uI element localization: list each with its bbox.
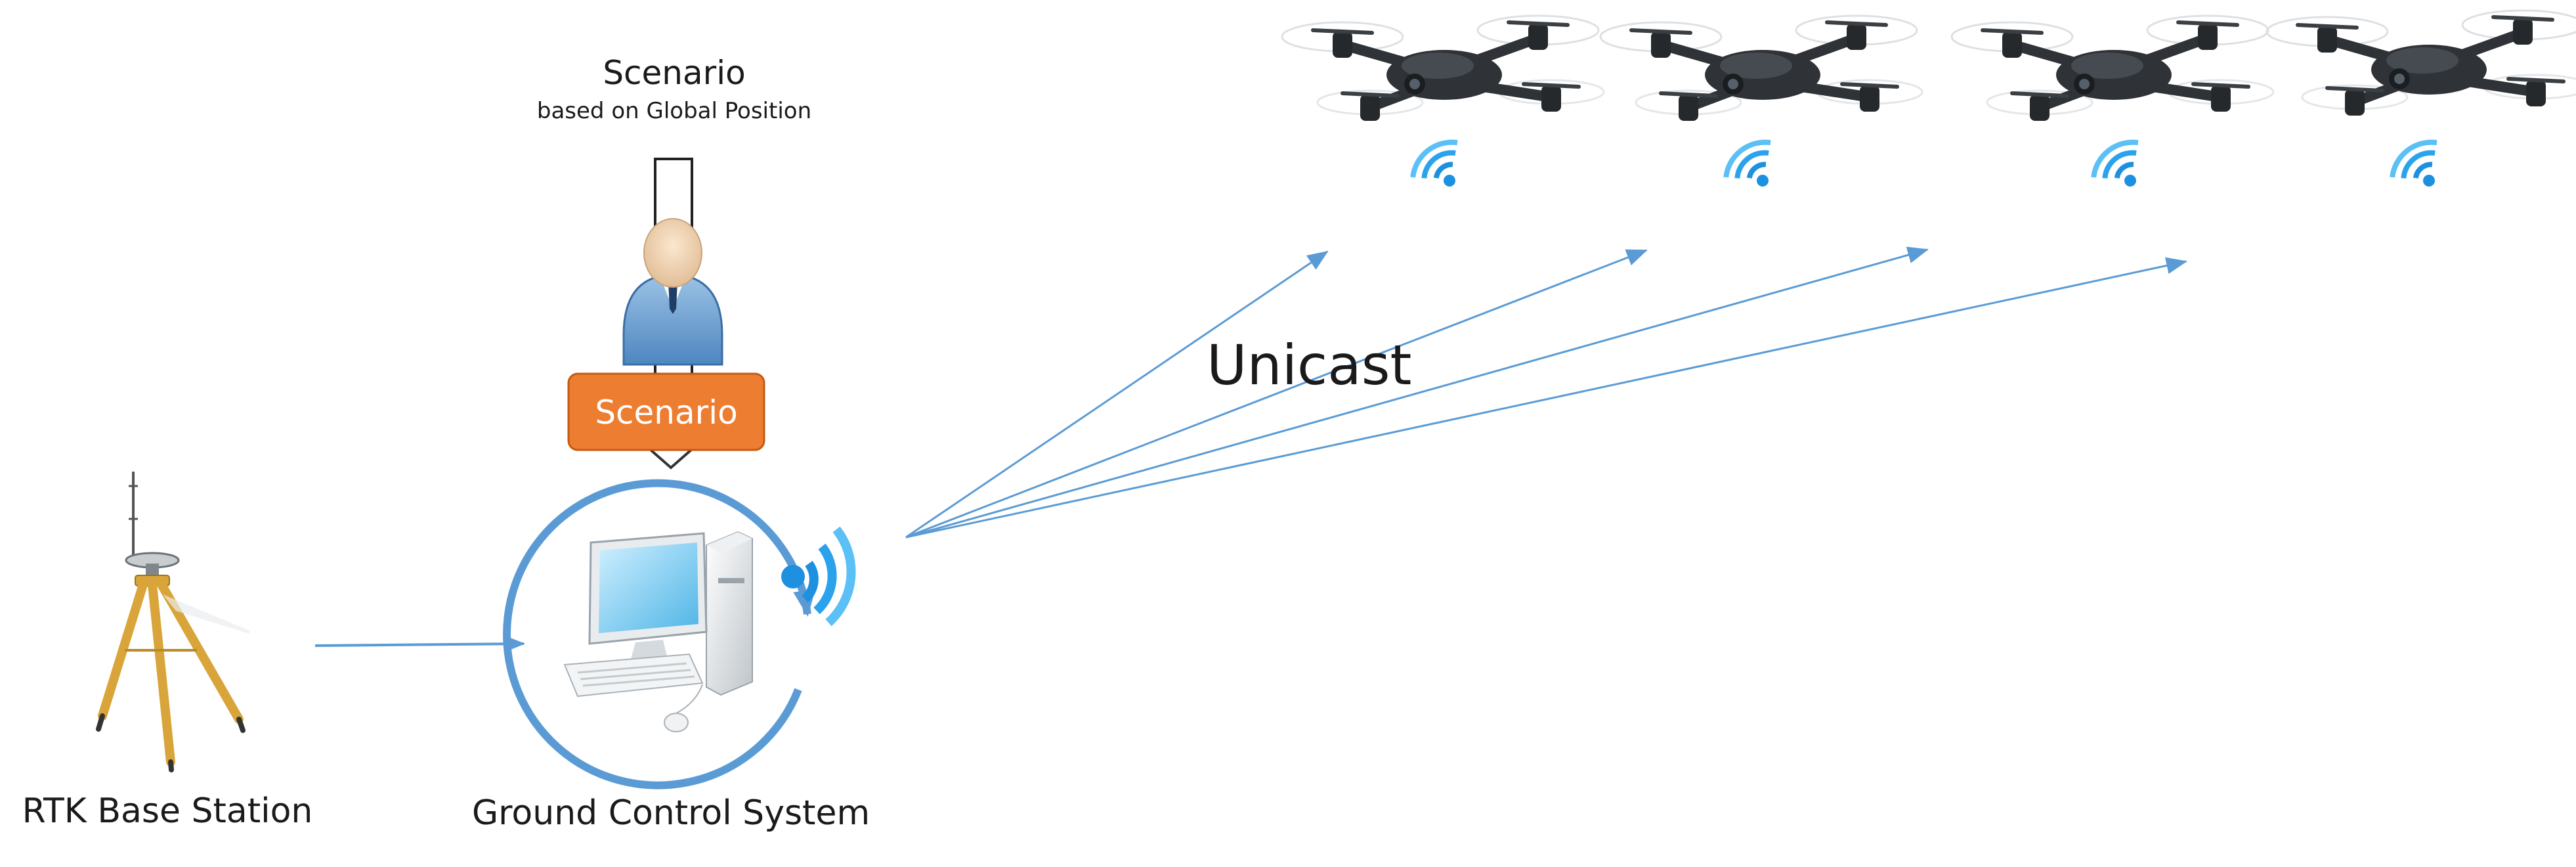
drone-wifi-icon <box>2089 131 2157 200</box>
drone-icon <box>1282 16 1604 121</box>
scenario-box-label: Scenario <box>595 393 737 432</box>
operator-icon <box>622 218 723 366</box>
unicast-arrow-1 <box>905 250 1329 539</box>
drone-wifi-icon <box>2388 131 2456 200</box>
drone-wifi-icon <box>1408 131 1476 200</box>
drone-2 <box>1600 16 1922 200</box>
drone-1 <box>1282 16 1604 200</box>
scenario-box: Scenario <box>567 372 765 470</box>
unicast-arrow-3 <box>905 246 1929 539</box>
scenario-subtitle: based on Global Position <box>537 98 811 124</box>
unicast-label: Unicast <box>1207 333 1411 397</box>
rtk-label: RTK Base Station <box>22 791 313 831</box>
drone-4 <box>2267 11 2576 200</box>
unicast-arrow-4 <box>905 257 2187 539</box>
ground-control-system <box>503 479 856 789</box>
ground-control-label: Ground Control System <box>472 793 870 833</box>
scenario-title: Scenario <box>603 54 745 92</box>
computer-icon <box>563 531 753 732</box>
drone-3 <box>1952 16 2273 200</box>
wifi-icon <box>781 526 856 627</box>
cycle-arrow <box>503 479 815 789</box>
drone-icon <box>2267 11 2576 116</box>
unicast-arrow-2 <box>905 249 1648 539</box>
unicast-arrows <box>905 246 2187 539</box>
rtk-base-station-icon <box>96 472 249 772</box>
drone-icon <box>1952 16 2273 121</box>
drone-icon <box>1600 16 1922 121</box>
rtk-to-gcs-arrow <box>314 635 525 653</box>
drone-wifi-icon <box>1721 131 1790 200</box>
